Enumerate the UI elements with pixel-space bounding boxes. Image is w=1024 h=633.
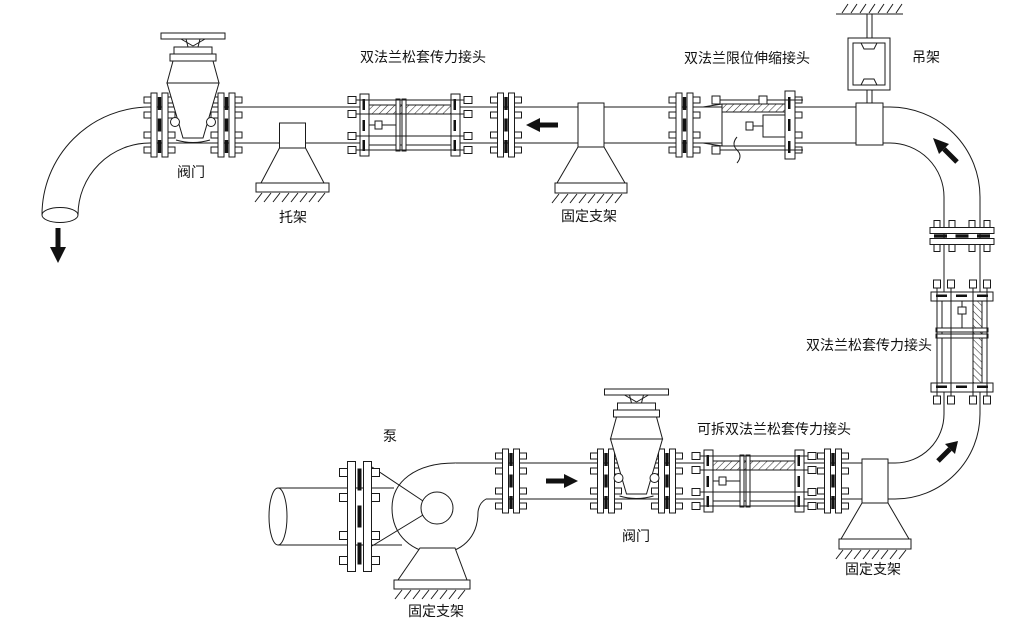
fixed-support-top <box>551 102 628 204</box>
flange-bottom-right <box>817 448 849 514</box>
elbow-top-left <box>41 106 151 223</box>
label-expansion-joint-top: 双法兰限位伸缩接头 <box>684 50 810 67</box>
elbow-bottom-right <box>894 413 981 500</box>
label-valve-bottom: 阀门 <box>622 529 650 545</box>
elbow-top-right <box>889 106 981 198</box>
flange-riser <box>929 220 995 252</box>
pump-support-leg <box>397 547 468 581</box>
label-joint-top: 双法兰松套传力接头 <box>360 49 486 66</box>
label-joint-bottom: 可拆双法兰松套传力接头 <box>697 421 851 438</box>
pump-suction-flange <box>339 461 380 572</box>
flow-arrow-up-right-icon <box>936 441 958 463</box>
limit-expansion-joint-top <box>702 90 804 164</box>
gate-valve-top <box>160 32 226 143</box>
pump-assembly <box>339 461 487 600</box>
flange-valve-top-right <box>210 92 243 158</box>
pipe-open-end-suction <box>268 487 288 546</box>
ground-hatch-pump <box>394 589 466 600</box>
flow-arrow-left-icon <box>526 118 558 132</box>
flange-top-mid <box>490 92 522 158</box>
label-joint-riser: 双法兰松套传力接头 <box>806 337 932 354</box>
label-fixed-support-bottom-right: 固定支架 <box>845 562 901 578</box>
bracket-support <box>254 122 330 203</box>
flange-valve-top-left <box>143 92 176 158</box>
force-transmission-joint-riser <box>930 279 994 405</box>
flow-arrow-up-left-icon <box>933 138 959 164</box>
removable-force-transmission-joint-bottom <box>691 449 817 513</box>
hanger-assembly <box>836 3 903 146</box>
pipe-open-end-left <box>41 207 79 223</box>
pipe-pump-suction <box>268 487 402 546</box>
flange-top-right <box>668 92 701 158</box>
label-valve-top: 阀门 <box>177 165 205 181</box>
hanger-pipe-clamp <box>855 102 884 146</box>
flow-arrow-down-icon <box>50 228 66 263</box>
label-pump: 泵 <box>383 429 397 445</box>
label-hanger: 吊架 <box>912 50 940 66</box>
flange-pump-discharge <box>495 448 527 514</box>
force-transmission-joint-top <box>347 93 473 157</box>
pump-impeller <box>420 491 454 525</box>
flow-arrow-right-icon <box>546 474 578 488</box>
label-fixed-support-top: 固定支架 <box>561 209 617 225</box>
label-bracket-support: 托架 <box>279 210 307 226</box>
label-fixed-support-pump: 固定支架 <box>408 604 464 620</box>
ceiling-hatch <box>841 3 903 14</box>
ground-hatch-bracket <box>254 192 326 203</box>
